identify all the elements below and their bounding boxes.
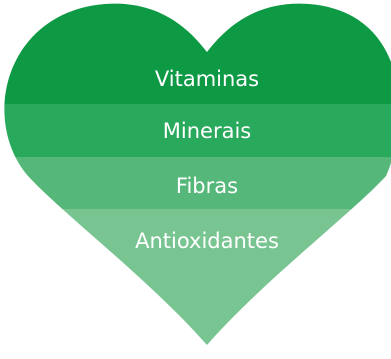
band-label-antioxidantes: Antioxidantes <box>135 229 279 253</box>
band-label-vitaminas: Vitaminas <box>155 67 259 91</box>
band-fibras <box>4 157 391 209</box>
band-label-fibras: Fibras <box>176 174 238 198</box>
band-minerais <box>4 104 391 157</box>
band-label-minerais: Minerais <box>163 119 251 143</box>
